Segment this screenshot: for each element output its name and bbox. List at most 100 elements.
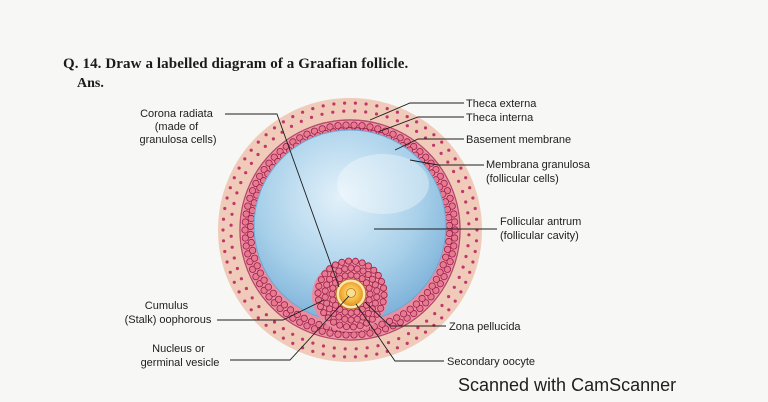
theca-cell-dot — [453, 157, 457, 161]
theca-cell-dot — [237, 290, 241, 294]
theca-cell-dot — [230, 212, 234, 216]
granulosa-cell — [358, 122, 366, 130]
theca-cell-dot — [229, 234, 233, 238]
label-cumulus-oophorous: Cumulus (Stalk) oophorous — [125, 300, 212, 326]
cumulus-cell — [349, 323, 357, 331]
granulosa-cell — [446, 258, 454, 266]
granulosa-cell — [342, 331, 350, 339]
theca-cell-dot — [471, 260, 475, 264]
theca-cell-dot — [461, 189, 465, 194]
theca-cell-dot — [473, 249, 477, 254]
granulosa-cell — [439, 261, 447, 269]
granulosa-cell — [241, 234, 249, 242]
granulosa-cell — [307, 318, 316, 326]
theca-cell-dot — [364, 110, 368, 114]
granulosa-cell — [440, 272, 448, 281]
theca-cell-dot — [375, 104, 379, 108]
granulosa-cell — [378, 320, 386, 328]
cumulus-cell — [341, 265, 349, 273]
theca-cell-dot — [332, 346, 336, 350]
theca-cell-dot — [256, 152, 260, 157]
granulosa-cell — [334, 330, 342, 338]
cumulus-cell — [330, 309, 338, 317]
label-theca-externa: Theca externa — [466, 98, 537, 110]
theca-cell-dot — [447, 295, 451, 299]
cumulus-cell — [358, 275, 366, 283]
theca-cell-dot — [364, 102, 368, 106]
cumulus-cell — [365, 284, 373, 292]
theca-cell-dot — [446, 160, 450, 164]
granulosa-cell — [366, 329, 374, 337]
granulosa-cell — [399, 310, 408, 318]
cumulus-cell — [314, 289, 322, 297]
cumulus-cell — [347, 264, 355, 272]
theca-cell-dot — [228, 270, 232, 274]
granulosa-cell — [445, 221, 453, 230]
theca-cell-dot — [425, 319, 429, 323]
granulosa-cell — [249, 246, 257, 254]
theca-cell-dot — [235, 191, 239, 195]
granulosa-cell — [448, 202, 456, 210]
theca-cell-dot — [232, 280, 236, 284]
theca-cell-dot — [405, 124, 409, 128]
theca-cell-dot — [457, 275, 461, 279]
granulosa-cell — [436, 280, 444, 288]
theca-cell-dot — [405, 115, 409, 119]
cumulus-cell — [316, 302, 324, 310]
camscanner-watermark: Scanned with CamScanner — [458, 375, 677, 395]
cumulus-cell — [331, 261, 339, 269]
cumulus-cell — [362, 301, 370, 309]
theca-cell-dot — [468, 186, 472, 190]
cumulus-cell — [368, 275, 376, 283]
question-title: Q. 14. Draw a labelled diagram of a Graa… — [63, 56, 409, 72]
cumulus-cell — [326, 275, 334, 283]
granulosa-cell — [451, 218, 459, 226]
theca-cell-dot — [386, 341, 391, 345]
label-corona-radiata-line2: (made of — [155, 121, 199, 133]
leader-zona-pellucida — [364, 301, 446, 327]
theca-cell-dot — [432, 143, 436, 147]
nucleus-germinal-vesicle — [346, 288, 356, 298]
granulosa-cell — [253, 262, 261, 270]
cumulus-cell — [379, 298, 387, 306]
cumulus-cell — [364, 262, 372, 270]
theca-cell-dot — [272, 330, 277, 334]
label-theca-interna: Theca interna — [466, 112, 534, 124]
theca-cell-dot — [464, 200, 468, 204]
label-corona-radiata: Corona radiata (made of granulosa cells) — [139, 108, 216, 146]
theca-cell-dot — [464, 280, 468, 284]
theca-cell-dot — [471, 196, 475, 200]
theca-cell-dot — [309, 115, 314, 119]
granulosa-cell — [280, 301, 288, 309]
theca-cell-dot — [221, 228, 225, 232]
theca-cell-dot — [291, 115, 295, 119]
theca-cell-dot — [263, 144, 267, 148]
theca-cell-dot — [311, 341, 315, 345]
theca-cell-dot — [332, 354, 336, 358]
theca-cell-dot — [447, 308, 451, 312]
theca-cell-dot — [466, 244, 470, 248]
cumulus-cell — [347, 309, 355, 317]
label-zona-pellucida: Zona pellucida — [449, 321, 521, 333]
theca-cell-dot — [272, 320, 277, 324]
granulosa-cell — [406, 305, 414, 313]
theca-cell-dot — [291, 341, 295, 345]
theca-cell-dot — [342, 109, 346, 113]
theca-cell-dot — [301, 110, 305, 114]
theca-cell-dot — [395, 346, 399, 350]
granulosa-cell — [326, 329, 334, 337]
theca-cell-dot — [272, 126, 277, 130]
granulosa-cell — [366, 123, 374, 131]
theca-cell-dot — [395, 110, 399, 114]
granulosa-cell — [334, 122, 342, 130]
granulosa-cell — [274, 295, 283, 303]
theca-cell-dot — [440, 303, 444, 308]
theca-cell-dot — [281, 120, 285, 124]
theca-cell-dot — [439, 151, 443, 155]
granulosa-cell — [374, 125, 382, 133]
theca-cell-dot — [474, 239, 479, 243]
granulosa-cell — [247, 230, 255, 239]
granulosa-cell — [300, 314, 308, 322]
